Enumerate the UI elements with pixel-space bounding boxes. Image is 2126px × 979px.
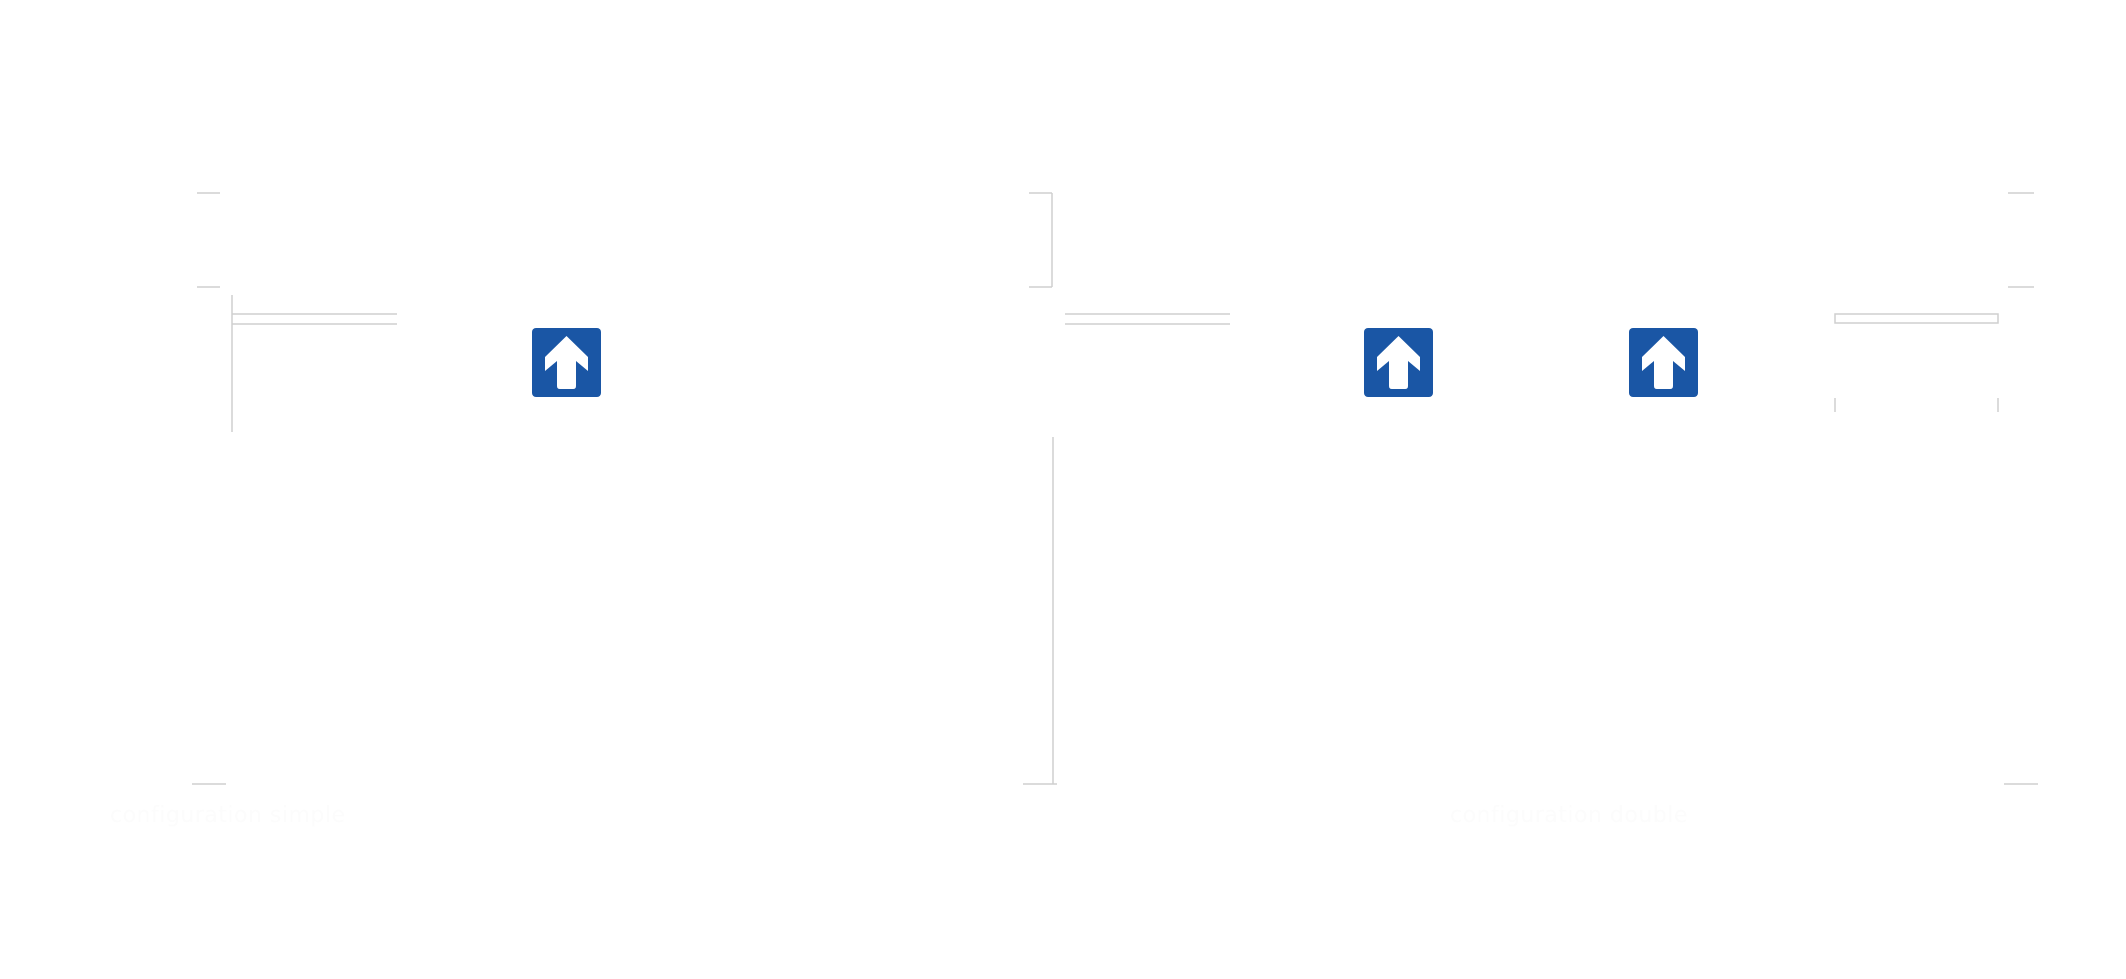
panel-simple	[192, 192, 397, 785]
caption-simple: configuration simple	[110, 803, 346, 828]
ceiling-block-right	[1834, 313, 1999, 324]
panel-double	[1065, 192, 2038, 785]
arrow-up-icon	[1364, 328, 1433, 397]
arrow-up-icon	[532, 328, 601, 397]
caption-double: configuration double	[1450, 803, 1688, 828]
arrow-up-icon	[1629, 328, 1698, 397]
panel-divider	[1023, 192, 1057, 785]
